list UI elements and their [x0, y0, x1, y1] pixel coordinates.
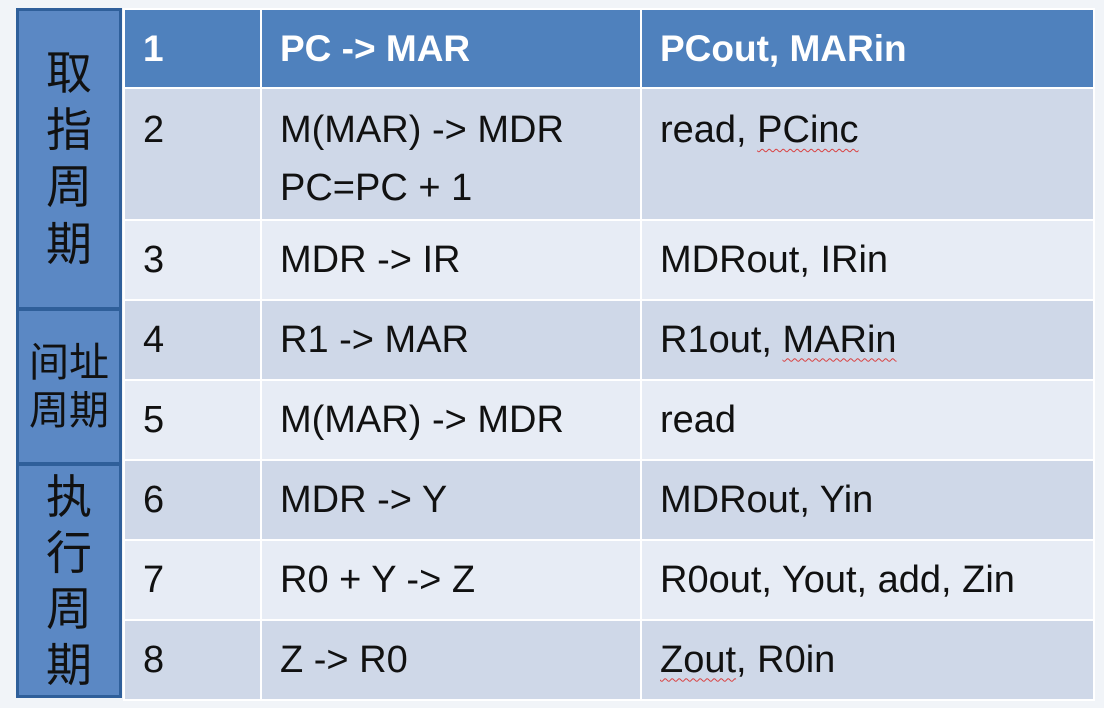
signals-text: read,	[660, 109, 758, 151]
signals-cell: R0out, Yout, add, Zin	[640, 539, 1095, 621]
signals-text: R1out,	[660, 318, 783, 361]
table-row: 2 M(MAR) -> MDR PC=PC + 1 read, PCinc	[123, 87, 1095, 221]
step-number: 3	[123, 219, 262, 301]
operation-cell: R0 + Y -> Z	[260, 539, 642, 621]
step-number: 1	[123, 8, 262, 89]
signals-cell: read, PCinc	[640, 87, 1095, 221]
signals-text: MDRout, Yin	[660, 478, 874, 521]
table-row: 8 Z -> R0 Zout, R0in	[123, 619, 1095, 701]
micro-operation-table: 1 PC -> MAR PCout, MARin 2 M(MAR) -> MDR…	[123, 8, 1095, 701]
signals-cell: MDRout, IRin	[640, 219, 1095, 301]
signals-cell: PCout, MARin	[640, 8, 1095, 89]
signals-text: R0out, Yout, add, Zin	[660, 558, 1015, 601]
signals-text-flagged: PCinc	[757, 109, 859, 151]
phase-execute-cell: 执行周期	[16, 463, 122, 698]
operation-cell: PC -> MAR	[260, 8, 642, 89]
step-number: 5	[123, 379, 262, 461]
phase-fetch-label: 取指周期	[46, 46, 92, 271]
phase-execute-label: 执行周期	[46, 469, 92, 692]
step-number: 4	[123, 299, 262, 381]
operation-cell: M(MAR) -> MDR	[260, 379, 642, 461]
signals-text: read	[660, 398, 737, 441]
table-row: 3 MDR -> IR MDRout, IRin	[123, 219, 1095, 301]
phase-column: 取指周期 间址周期 执行周期	[16, 8, 122, 698]
step-number: 2	[123, 87, 262, 221]
operation-line: M(MAR) -> MDR	[280, 109, 564, 151]
phase-indirect-cell: 间址周期	[16, 308, 122, 465]
table-row: 6 MDR -> Y MDRout, Yin	[123, 459, 1095, 541]
operation-cell: R1 -> MAR	[260, 299, 642, 381]
signals-text: , R0in	[736, 638, 836, 681]
phase-indirect-label: 间址周期	[29, 339, 109, 434]
table-row: 5 M(MAR) -> MDR read	[123, 379, 1095, 461]
signals-cell: MDRout, Yin	[640, 459, 1095, 541]
signals-cell: Zout, R0in	[640, 619, 1095, 701]
table-row: 4 R1 -> MAR R1out, MARin	[123, 299, 1095, 381]
signals-text-flagged: MARin	[782, 318, 897, 361]
operation-cell: Z -> R0	[260, 619, 642, 701]
signals-text-flagged: Zout	[660, 638, 737, 681]
operation-cell: M(MAR) -> MDR PC=PC + 1	[260, 87, 642, 221]
operation-cell: MDR -> Y	[260, 459, 642, 541]
table-row: 7 R0 + Y -> Z R0out, Yout, add, Zin	[123, 539, 1095, 621]
signals-cell: read	[640, 379, 1095, 461]
step-number: 7	[123, 539, 262, 621]
operation-line: PC=PC + 1	[280, 167, 473, 209]
phase-fetch-cell: 取指周期	[16, 8, 122, 310]
operation-cell: MDR -> IR	[260, 219, 642, 301]
step-number: 6	[123, 459, 262, 541]
signals-cell: R1out, MARin	[640, 299, 1095, 381]
table-row: 1 PC -> MAR PCout, MARin	[123, 8, 1095, 89]
step-number: 8	[123, 619, 262, 701]
signals-text: MDRout, IRin	[660, 238, 889, 281]
